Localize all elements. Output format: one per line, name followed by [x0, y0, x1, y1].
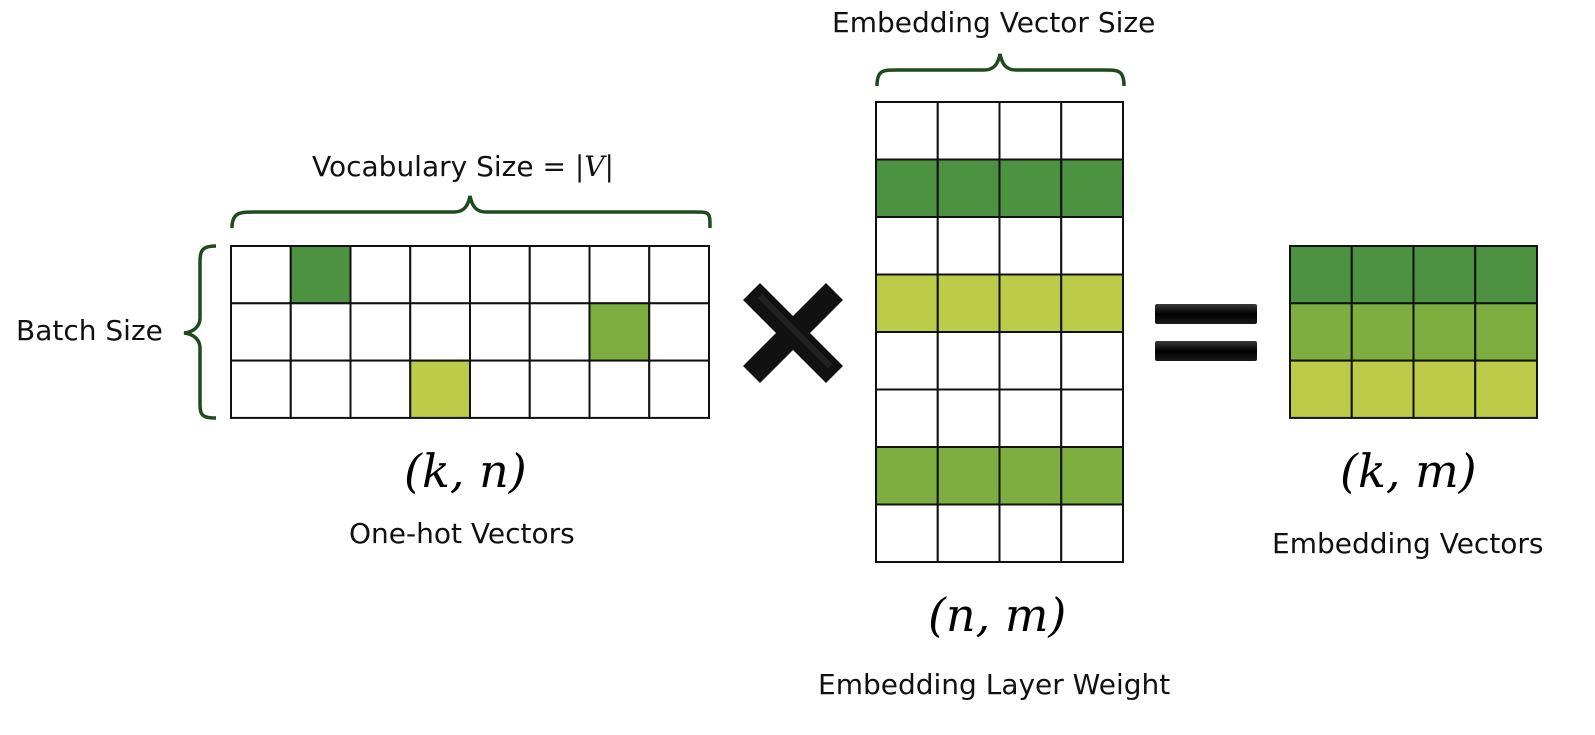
weight-cell-r0-c3 — [1060, 101, 1124, 161]
weight-cell-r7-c2 — [998, 503, 1063, 563]
weight-cell-r3-c1 — [936, 273, 1001, 333]
onehot-cell-r0-c5 — [528, 245, 591, 305]
weight-cell-r6-c3 — [1060, 446, 1124, 506]
weight-shape-label: (n, m) — [928, 588, 1067, 642]
output-cell-r0-c3 — [1474, 245, 1538, 305]
one-hot-matrix — [230, 245, 710, 419]
weight-cell-r5-c1 — [936, 388, 1001, 448]
onehot-cell-r0-c0 — [230, 245, 292, 305]
batch-size-bracket — [183, 244, 217, 420]
weight-cell-r1-c3 — [1060, 158, 1124, 218]
weight-cell-r6-c1 — [936, 446, 1001, 506]
embedding-vector-size-label: Embedding Vector Size — [832, 6, 1156, 39]
weight-cell-r4-c3 — [1060, 331, 1124, 391]
onehot-cell-r0-c3 — [409, 245, 471, 305]
weight-cell-r5-c2 — [998, 388, 1063, 448]
weight-cell-r6-c0 — [875, 446, 939, 506]
onehot-cell-r0-c6 — [588, 245, 651, 305]
weight-caption: Embedding Layer Weight — [818, 668, 1171, 701]
weight-cell-r3-c0 — [875, 273, 939, 333]
weight-cell-r1-c1 — [936, 158, 1001, 218]
onehot-cell-r0-c1 — [289, 245, 352, 305]
weight-cell-r4-c0 — [875, 331, 939, 391]
weight-cell-r4-c1 — [936, 331, 1001, 391]
weight-cell-r4-c2 — [998, 331, 1063, 391]
output-cell-r2-c1 — [1350, 359, 1415, 419]
vocab-size-bracket — [230, 195, 712, 229]
batch-size-label: Batch Size — [16, 314, 163, 347]
output-cell-r0-c1 — [1350, 245, 1415, 305]
weight-cell-r1-c0 — [875, 158, 939, 218]
vocab-size-symbol: |V| — [574, 150, 614, 183]
vocab-size-label: Vocabulary Size = |V| — [312, 150, 614, 183]
embedding-weight-matrix — [875, 101, 1124, 563]
times-symbol — [743, 283, 843, 383]
weight-cell-r1-c2 — [998, 158, 1063, 218]
onehot-cell-r2-c6 — [588, 359, 651, 419]
onehot-cell-r2-c1 — [289, 359, 352, 419]
onehot-cell-r2-c3 — [409, 359, 471, 419]
onehot-cell-r1-c3 — [409, 302, 471, 362]
onehot-cell-r2-c2 — [349, 359, 412, 419]
output-shape-label: (k, m) — [1340, 444, 1477, 498]
weight-cell-r7-c0 — [875, 503, 939, 563]
onehot-cell-r2-c7 — [648, 359, 710, 419]
output-cell-r0-c2 — [1412, 245, 1477, 305]
weight-cell-r0-c1 — [936, 101, 1001, 161]
output-cell-r1-c3 — [1474, 302, 1538, 362]
weight-cell-r2-c2 — [998, 216, 1063, 276]
weight-cell-r7-c1 — [936, 503, 1001, 563]
onehot-cell-r2-c0 — [230, 359, 292, 419]
weight-cell-r3-c3 — [1060, 273, 1124, 333]
onehot-cell-r1-c7 — [648, 302, 710, 362]
weight-cell-r3-c2 — [998, 273, 1063, 333]
output-cell-r2-c0 — [1289, 359, 1353, 419]
embedding-vector-size-bracket — [875, 53, 1126, 87]
output-cell-r1-c1 — [1350, 302, 1415, 362]
onehot-shape-label: (k, n) — [404, 444, 527, 498]
output-caption: Embedding Vectors — [1272, 527, 1544, 560]
onehot-cell-r1-c0 — [230, 302, 292, 362]
onehot-cell-r0-c4 — [469, 245, 531, 305]
onehot-cell-r1-c4 — [469, 302, 531, 362]
onehot-cell-r1-c5 — [528, 302, 591, 362]
onehot-cell-r2-c4 — [469, 359, 531, 419]
weight-cell-r0-c0 — [875, 101, 939, 161]
weight-cell-r6-c2 — [998, 446, 1063, 506]
weight-cell-r5-c3 — [1060, 388, 1124, 448]
output-cell-r0-c0 — [1289, 245, 1353, 305]
output-cell-r1-c2 — [1412, 302, 1477, 362]
output-cell-r1-c0 — [1289, 302, 1353, 362]
onehot-cell-r1-c1 — [289, 302, 352, 362]
onehot-cell-r1-c6 — [588, 302, 651, 362]
weight-cell-r2-c3 — [1060, 216, 1124, 276]
weight-cell-r2-c1 — [936, 216, 1001, 276]
weight-cell-r7-c3 — [1060, 503, 1124, 563]
embedding-vectors-matrix — [1289, 245, 1538, 419]
onehot-cell-r1-c2 — [349, 302, 412, 362]
output-cell-r2-c3 — [1474, 359, 1538, 419]
weight-cell-r2-c0 — [875, 216, 939, 276]
weight-cell-r5-c0 — [875, 388, 939, 448]
output-cell-r2-c2 — [1412, 359, 1477, 419]
onehot-cell-r0-c7 — [648, 245, 710, 305]
weight-cell-r0-c2 — [998, 101, 1063, 161]
equals-symbol — [1155, 304, 1257, 361]
onehot-caption: One-hot Vectors — [349, 517, 575, 550]
onehot-cell-r0-c2 — [349, 245, 412, 305]
onehot-cell-r2-c5 — [528, 359, 591, 419]
